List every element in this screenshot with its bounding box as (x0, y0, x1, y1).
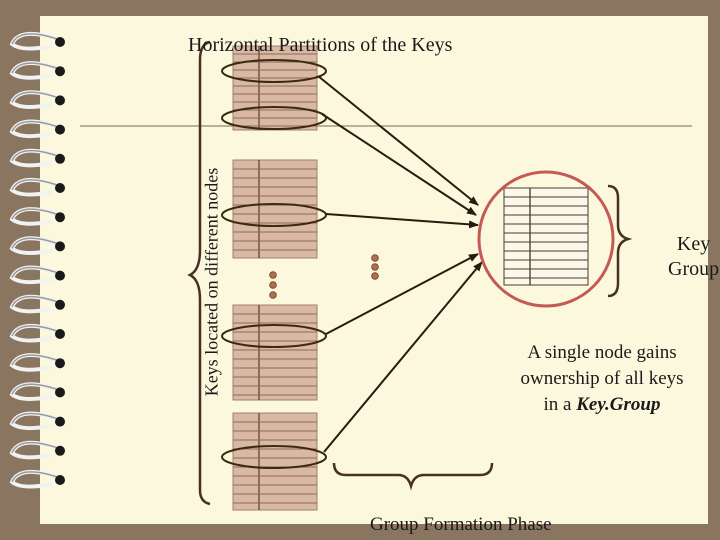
key-partition-table (232, 45, 318, 131)
left-brace (187, 40, 211, 506)
key-partition-table (232, 304, 318, 401)
key-group-label-line: Group (668, 258, 720, 280)
binding-ring (9, 32, 65, 51)
key-group-label: Key Group (668, 232, 719, 282)
binding-ring (9, 61, 65, 80)
binding-ring (9, 265, 65, 285)
selected-keys-ellipse (221, 106, 327, 130)
vertical-ellipsis-dots (269, 271, 277, 299)
ownership-caption-line: ownership of all keys (520, 368, 684, 389)
ownership-caption-line: A single node gains (527, 342, 677, 363)
binding-ring (9, 470, 65, 489)
selected-keys-ellipse (221, 59, 327, 83)
binding-ring (9, 411, 65, 431)
key-group-table (503, 187, 589, 286)
selected-keys-ellipse (221, 445, 327, 469)
binding-ring (9, 178, 65, 197)
key-partition-table (232, 159, 318, 259)
ownership-caption-prefix: in a (543, 394, 577, 415)
diagram-canvas (80, 40, 692, 511)
binding-ring (9, 207, 65, 226)
key-group-label-line: Key (676, 233, 711, 255)
vertical-axis-label: Keys located on different nodes (201, 167, 222, 397)
binding-ring (9, 90, 65, 109)
ownership-caption: A single node gains ownership of all key… (502, 340, 702, 418)
ownership-arrow (317, 75, 479, 206)
key-group-brace (607, 184, 633, 298)
key-group-circle (477, 170, 615, 308)
spiral-binding (9, 32, 65, 489)
selected-keys-ellipse (221, 324, 327, 348)
phase-label: Group Formation Phase (370, 514, 552, 535)
binding-ring (9, 440, 65, 460)
ownership-arrow (321, 113, 477, 216)
ownership-arrow (325, 253, 479, 335)
binding-ring (9, 236, 65, 255)
binding-ring (9, 119, 65, 139)
binding-ring (9, 382, 65, 401)
binding-ring (9, 294, 65, 314)
key-partition-table (232, 412, 318, 511)
binding-ring (9, 353, 65, 372)
diagram-title: Horizontal Partitions of the Keys (188, 34, 453, 56)
ownership-caption-line: in a Key.Group (502, 392, 702, 418)
key-group-term: Key.Group (576, 394, 661, 415)
phase-brace (332, 462, 494, 491)
ownership-arrow (325, 213, 479, 229)
ownership-arrow (323, 261, 483, 453)
binding-ring (9, 324, 65, 343)
vertical-ellipsis-dots (371, 254, 379, 280)
binding-ring (9, 148, 65, 168)
slide-page: Horizontal Partitions of the Keys Keys l… (40, 16, 719, 535)
